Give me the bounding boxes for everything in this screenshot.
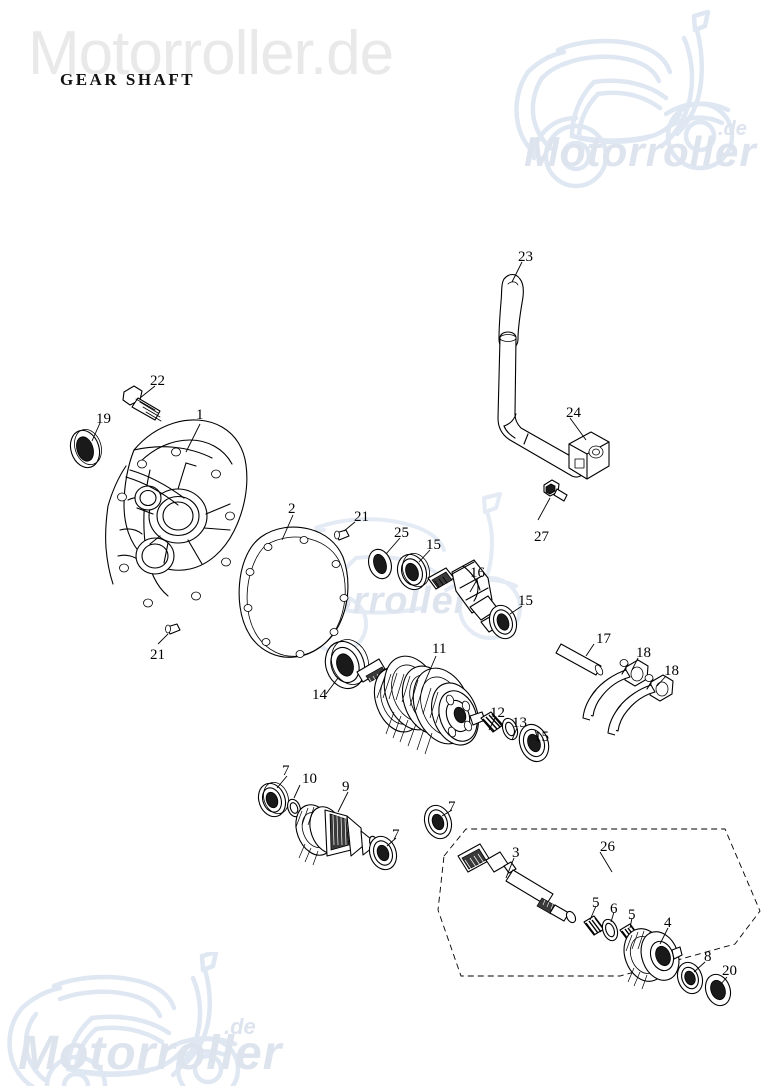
callout-kickstarter-shaft: 9 (342, 779, 350, 795)
callout-ball-bearing: 7 (282, 763, 290, 779)
callout-shift-fork: 18 (636, 645, 651, 661)
part-7-bearing-a (257, 782, 289, 818)
group-26-boundary (437, 828, 761, 977)
part-21-dowel-pin-lower (165, 623, 181, 635)
callout-main-shaft-gear: 4 (664, 915, 672, 931)
part-21-dowel-pin-upper (334, 529, 350, 541)
part-19-oil-seal (69, 429, 102, 469)
callout-washer: 10 (302, 771, 317, 787)
part-18-shift-fork-b (607, 674, 674, 736)
callout-main-shaft: 3 (512, 845, 520, 861)
part-22-flange-bolt (122, 385, 162, 422)
part-20-oil-seal (704, 973, 732, 1007)
part-12-needle-bearing (480, 711, 504, 733)
part-6-washer (601, 918, 619, 942)
part-3-main-shaft (457, 843, 577, 924)
page-title: GEAR SHAFT (60, 70, 196, 89)
callout-oil-seal: 19 (96, 411, 111, 427)
callout-dowel-pin: 21 (354, 509, 369, 525)
part-15-bearing-b (488, 604, 518, 640)
part-15-bearing-c (518, 723, 550, 763)
callout-shift-fork: 18 (664, 663, 679, 679)
part-5-needle-bearing-a (583, 915, 605, 936)
callout-ball-bearing: 15 (426, 537, 441, 553)
part-11-counter-shaft-assembly (356, 655, 486, 755)
part-13-washer (501, 717, 519, 741)
part-17-shift-fork-shaft (555, 643, 604, 676)
callout-crankcase-cover: 1 (196, 407, 204, 423)
callout-oil-seal: 25 (394, 525, 409, 541)
part-24-gear-shift-lever (497, 331, 610, 480)
callout-needle-bearing: 5 (592, 895, 600, 911)
part-18-shift-fork-a (582, 659, 649, 721)
callout-main-shaft-assembly-group: 26 (600, 839, 615, 855)
part-4-main-shaft-gear (623, 928, 683, 990)
part-15-bearing-a (396, 553, 430, 591)
callout-dowel-pin: 21 (150, 647, 165, 663)
part-7-bearing-b (368, 835, 398, 871)
callout-washer: 13 (512, 715, 527, 731)
part-2-gasket (238, 526, 349, 658)
callout-ball-bearing: 7 (392, 827, 400, 843)
callout-ball-bearing: 7 (448, 799, 456, 815)
part-27-pinch-bolt (543, 479, 568, 502)
callout-thrust-washer: 6 (610, 901, 618, 917)
part-9-kickstarter-shaft (295, 804, 380, 866)
callout-ball-bearing: 15 (534, 729, 549, 745)
callout-ball-bearing: 15 (518, 593, 533, 609)
callout-shift-drum: 16 (470, 565, 485, 581)
callout-ball-bearing: 8 (704, 949, 712, 965)
callout-shift-fork-shaft: 17 (596, 631, 611, 647)
callout-shift-lever-knob: 23 (518, 249, 533, 265)
callout-needle-bearing: 12 (490, 705, 505, 721)
part-25-oil-seal (368, 548, 392, 580)
callout-counter-shaft-assembly: 11 (432, 641, 447, 657)
callout-gasket: 2 (288, 501, 296, 517)
callout-gear-shift-lever: 24 (566, 405, 581, 421)
callout-flange-bolt: 22 (150, 373, 165, 389)
callout-ball-bearing: 14 (312, 687, 327, 703)
part-1-crankcase-cover (105, 419, 248, 608)
callout-needle-bearing: 5 (628, 907, 636, 923)
callout-pinch-bolt: 27 (534, 529, 549, 545)
part-14-bearing (324, 639, 370, 690)
callout-oil-seal: 20 (722, 963, 737, 979)
